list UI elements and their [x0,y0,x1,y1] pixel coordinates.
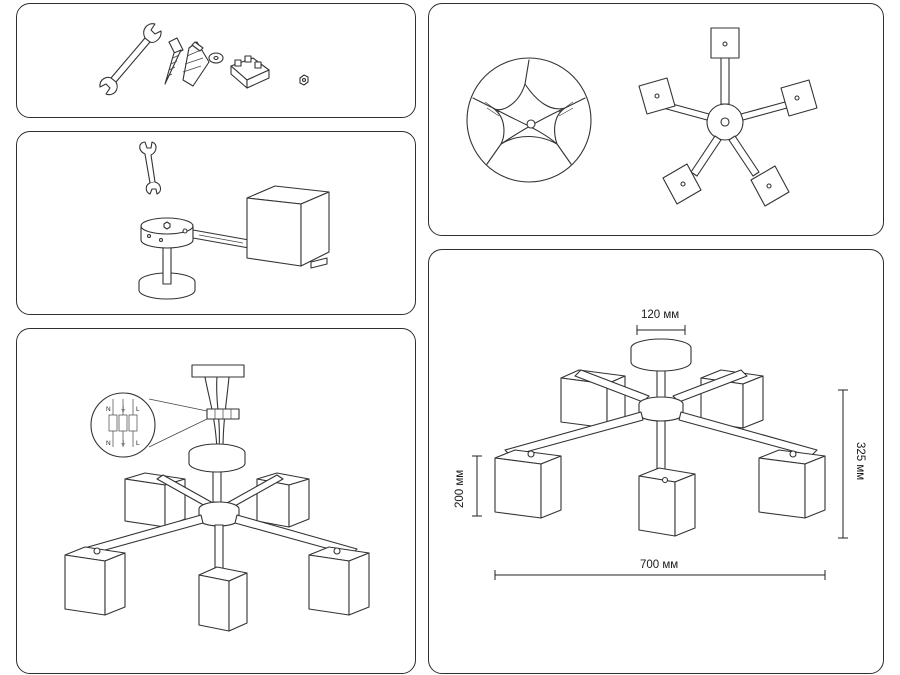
wiring-detail-callout: N ⏚ L N ⏚ L [90,392,156,458]
nut-icon [299,74,309,86]
wrench-icon [99,23,162,96]
washer-icon [208,52,224,64]
dimension-canopy-diameter: 120 мм [641,309,679,321]
wiring-label-l-top: L [136,406,140,413]
wall-plug-icon [182,41,210,87]
dimension-total-width: 700 мм [640,559,678,571]
wiring-label-n-bottom: N [106,440,111,447]
dimension-total-height: 325 мм [854,442,866,480]
terminal-block-icon [230,55,270,89]
panel-hardware-kit [16,3,416,118]
screw-icon [164,37,184,85]
panel-dimensions-drawing: 120 мм [428,249,884,674]
panel-arm-mounting-step [16,131,416,315]
panel-hub-detail-step [428,3,884,236]
dimension-cube-height: 200 мм [454,470,466,508]
wiring-label-earth-bottom: ⏚ [120,439,127,447]
panel-wiring-step: N ⏚ L N ⏚ L [16,328,416,674]
wiring-label-n-top: N [106,406,111,413]
terminal-block-icon [206,408,240,420]
wiring-label-l-bottom: L [136,440,140,447]
wrench-icon [139,141,162,195]
wiring-label-earth-top: ⏚ [120,405,127,413]
